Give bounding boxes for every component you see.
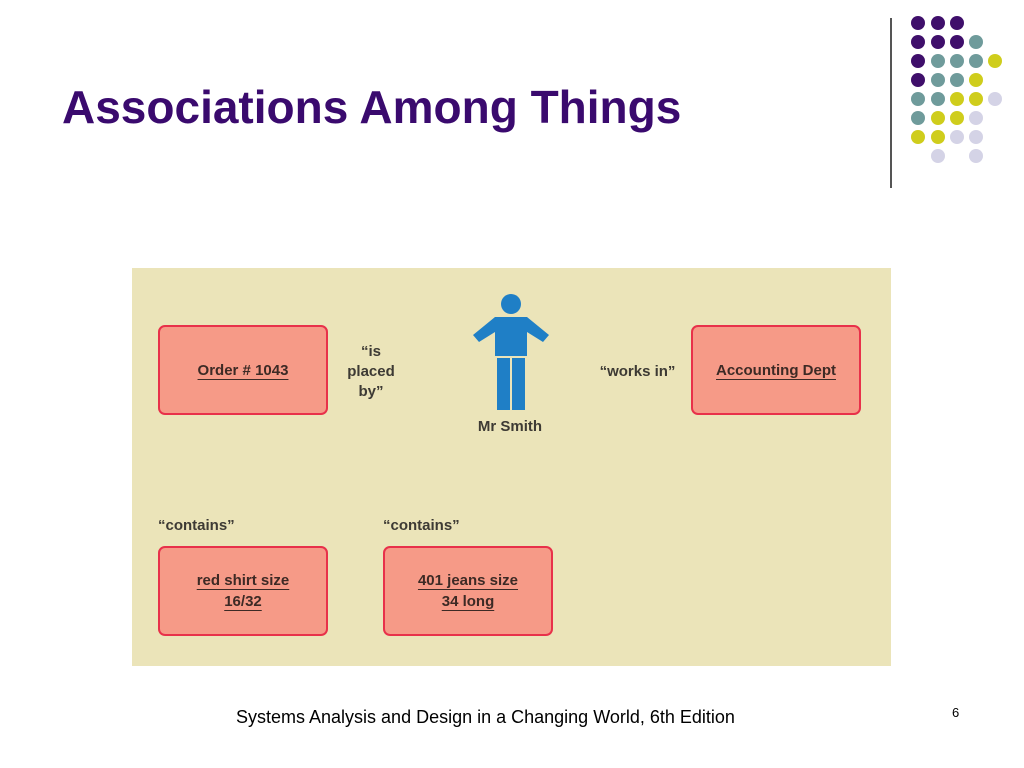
decorative-dot xyxy=(931,73,945,87)
decorative-dot xyxy=(931,149,945,163)
decorative-dot xyxy=(911,73,925,87)
decorative-dot xyxy=(969,35,983,49)
box-order-label: Order # 1043 xyxy=(197,361,289,379)
decorative-dot xyxy=(931,111,945,125)
decorative-dot xyxy=(911,130,925,144)
decorative-dot xyxy=(950,92,964,106)
decorative-dot xyxy=(969,54,983,68)
box-accounting-dept-label: Accounting Dept xyxy=(716,361,836,379)
decorative-dot xyxy=(911,35,925,49)
decorative-dot xyxy=(931,130,945,144)
phrase-is-placed-by: “is placed by” xyxy=(347,343,395,400)
decorative-dot xyxy=(931,16,945,30)
box-red-shirt: red shirt size 16/32 xyxy=(158,546,328,636)
phrase-contains-2: “contains” xyxy=(383,517,460,534)
page-number: 6 xyxy=(952,705,960,720)
phrase-contains-1: “contains” xyxy=(158,517,235,534)
decorative-dot xyxy=(931,35,945,49)
box-red-shirt-label: red shirt size 16/32 xyxy=(196,572,290,610)
decorative-dot xyxy=(969,149,983,163)
decorative-dot xyxy=(911,16,925,30)
decorative-dot xyxy=(950,111,964,125)
decorative-dot xyxy=(950,16,964,30)
box-jeans-label: 401 jeans size 34 long xyxy=(417,572,519,610)
decorative-dot xyxy=(950,35,964,49)
decorative-dot xyxy=(911,92,925,106)
slide-footer: Systems Analysis and Design in a Changin… xyxy=(236,707,735,727)
box-accounting-dept: Accounting Dept xyxy=(691,325,861,415)
decorative-dot xyxy=(931,54,945,68)
header-divider xyxy=(890,18,892,188)
decorative-dot xyxy=(911,111,925,125)
phrase-works-in: “works in” xyxy=(599,363,676,380)
person-icon xyxy=(473,294,549,410)
decorative-dot xyxy=(988,92,1002,106)
decorative-dot xyxy=(969,111,983,125)
person-name: Mr Smith xyxy=(477,418,543,435)
decorative-dot xyxy=(950,73,964,87)
decorative-dot xyxy=(911,54,925,68)
box-jeans: 401 jeans size 34 long xyxy=(383,546,553,636)
decorative-dot xyxy=(969,73,983,87)
decorative-dot xyxy=(931,92,945,106)
decorative-dot xyxy=(969,130,983,144)
decorative-dot xyxy=(969,92,983,106)
box-order: Order # 1043 xyxy=(158,325,328,415)
slide-title: Associations Among Things xyxy=(62,81,682,133)
decorative-dot xyxy=(950,130,964,144)
decorative-dot xyxy=(988,54,1002,68)
decorative-dot xyxy=(950,54,964,68)
